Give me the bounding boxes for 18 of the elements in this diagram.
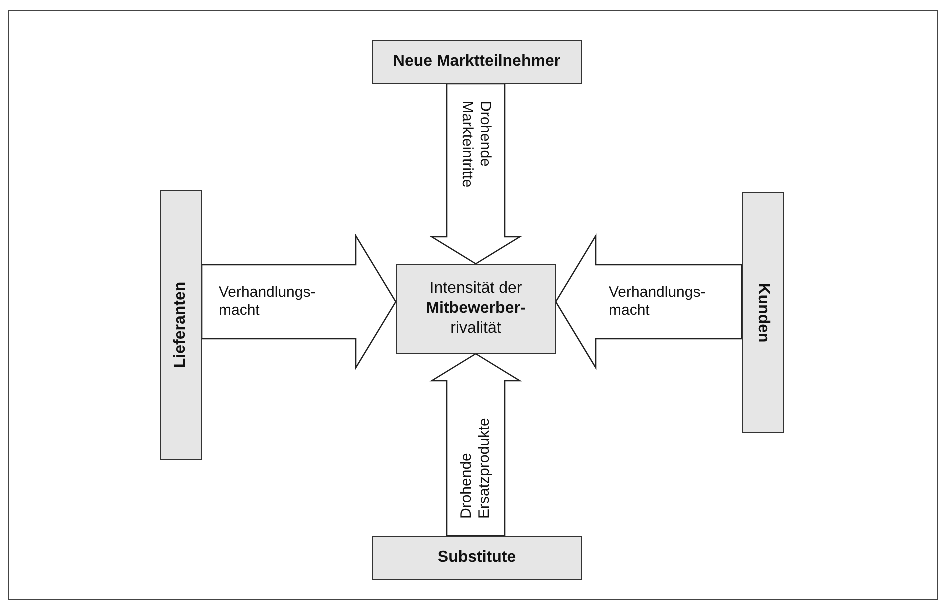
arrow-label: Drohende Ersatzprodukte [458, 416, 494, 520]
box-label: Lieferanten [171, 282, 190, 368]
force-box [160, 190, 202, 460]
block-arrow [430, 353, 522, 537]
block-arrow [430, 83, 522, 265]
force-box [372, 40, 582, 84]
block-arrow [555, 234, 743, 370]
arrow-label: Verhandlungs- macht [219, 284, 317, 320]
block-arrow [201, 234, 397, 370]
box-label: Intensität der Mitbewerber- rivalität [425, 279, 527, 339]
box-label: Neue Marktteilnehmer [392, 52, 562, 72]
arrow-label: Verhandlungs- macht [609, 284, 707, 320]
arrow-label: Drohende Markteintritte [458, 100, 494, 190]
box-label: Substitute [436, 548, 518, 568]
box-label: Kunden [754, 282, 773, 342]
force-box [742, 192, 784, 433]
force-box [396, 264, 556, 354]
force-box [372, 536, 582, 580]
